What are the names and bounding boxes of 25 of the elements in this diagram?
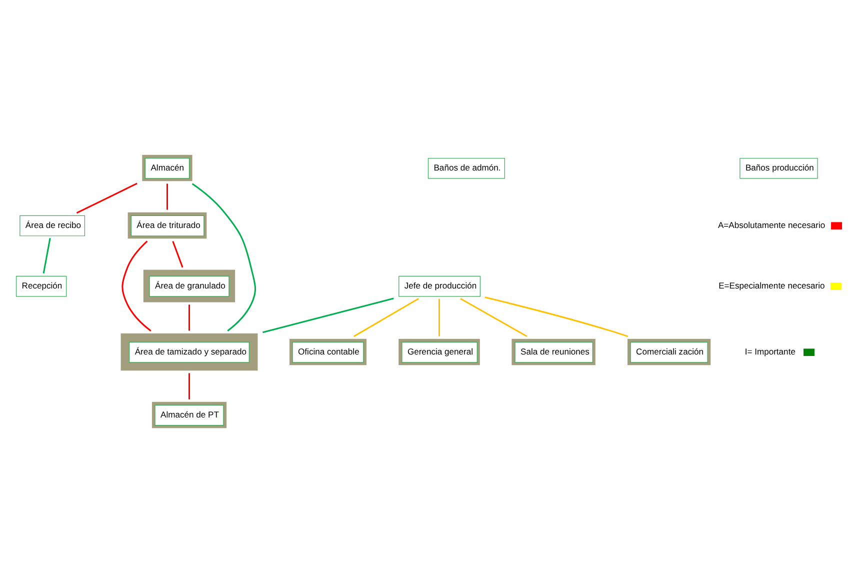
node-box: Área de tamizado y separado	[120, 332, 258, 370]
node-box: Almacén	[142, 154, 192, 181]
connector	[188, 372, 190, 399]
connector	[122, 240, 152, 331]
connector	[192, 182, 256, 331]
legend-label: I= Importante	[744, 346, 796, 356]
node-box: Comerciali zación	[628, 338, 711, 365]
connector	[166, 183, 168, 210]
connector	[188, 304, 190, 330]
connector	[353, 297, 419, 337]
node-box: Área de triturado	[128, 212, 207, 238]
legend-label: E=Especialmente necesario	[718, 280, 825, 290]
node-box: Sala de reuniones	[512, 338, 596, 365]
legend-label: A=Absolutamente necesario	[718, 220, 826, 230]
connector	[42, 237, 51, 274]
node-box: Almacén de PT	[152, 401, 227, 428]
node-box: Área de granulado	[143, 269, 236, 302]
connector	[262, 297, 394, 333]
node-box: Gerencia general	[398, 338, 480, 365]
node-box: Oficina contable	[289, 338, 366, 365]
connector	[172, 240, 184, 268]
connector	[76, 182, 138, 214]
connector	[460, 297, 528, 337]
connector	[438, 298, 440, 336]
connector	[484, 296, 628, 337]
